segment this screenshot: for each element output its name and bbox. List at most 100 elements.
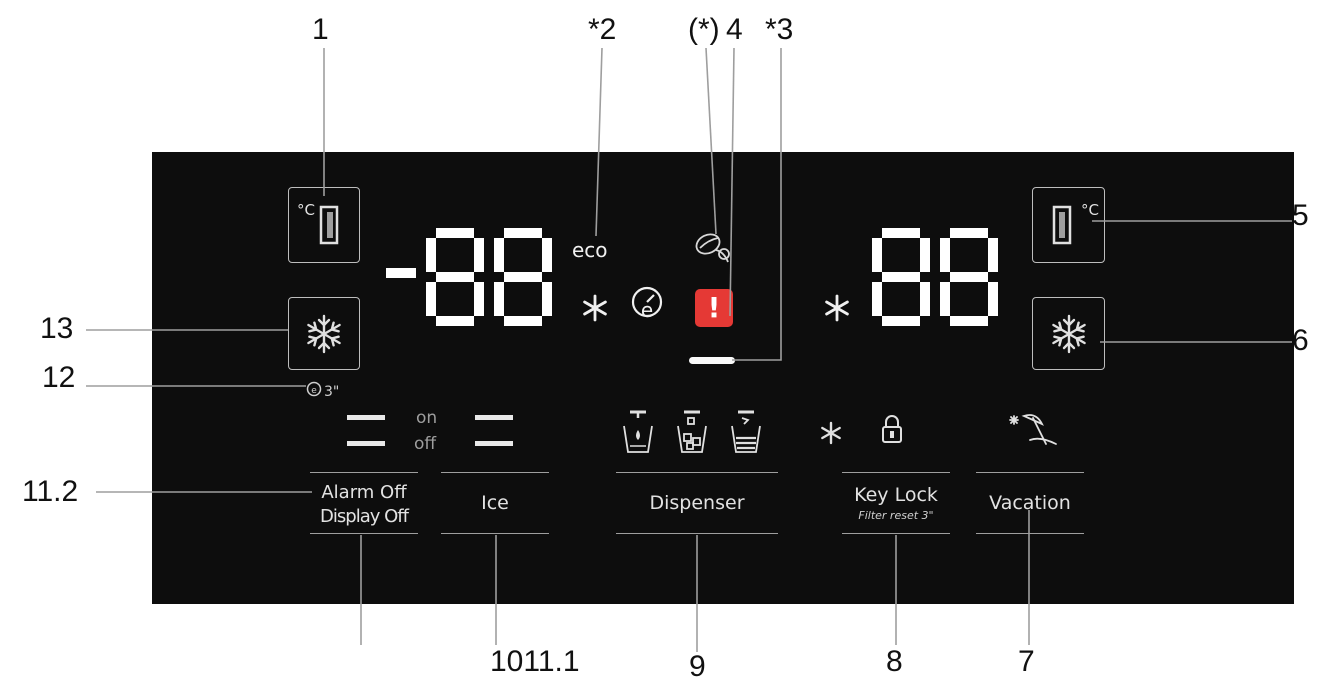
segment-g: [436, 272, 474, 282]
alarm-indicator-off: [347, 441, 385, 446]
ecoboost-icon: e: [631, 286, 663, 322]
alarm-indicator-on: [347, 415, 385, 420]
ice-label: Ice: [481, 492, 509, 514]
left-temp-display: [386, 228, 566, 332]
right-temp-unit: °C: [1081, 201, 1099, 219]
callout-9: 9: [689, 650, 706, 683]
ecoboost-timer: e 3": [306, 380, 366, 402]
segment-a: [950, 228, 988, 238]
right-fridge-temp-button[interactable]: °C: [1032, 187, 1105, 263]
right-freezer-button[interactable]: [1032, 297, 1105, 370]
vacation-label: Vacation: [989, 492, 1071, 514]
ice-indicator-off: [475, 441, 513, 446]
segment-a: [436, 228, 474, 238]
callout-12: 12: [42, 361, 76, 394]
callout-1: 1: [312, 13, 329, 46]
left-digits: [386, 228, 552, 326]
callout-4: 4: [726, 13, 743, 46]
segment-f: [872, 238, 882, 272]
callout-optional: (*): [688, 13, 720, 46]
segment-e: [940, 282, 950, 316]
off-label: off: [414, 434, 437, 454]
fridge-temp-button[interactable]: °C: [288, 187, 360, 263]
alarm-button-top-rule: [310, 472, 418, 473]
segment-e: [426, 282, 436, 316]
vacation-button[interactable]: Vacation: [976, 474, 1084, 532]
vacation-button-bottom-rule: [976, 533, 1084, 534]
right-fridge-temp-icon: [1052, 205, 1071, 245]
callout-3: *3: [765, 13, 794, 46]
dispenser-button[interactable]: Dispenser: [616, 474, 778, 532]
control-panel: [152, 152, 1294, 604]
ecoboost-timer-text: 3": [324, 384, 340, 400]
keylock-button-bottom-rule: [842, 533, 950, 534]
segment-c: [920, 282, 930, 316]
segment-f: [940, 238, 950, 272]
vacation-button-top-rule: [976, 472, 1084, 473]
dispenser-label: Dispenser: [649, 492, 745, 514]
digit-0: [872, 228, 930, 326]
ice-indicator-on: [475, 415, 513, 420]
segment-c: [542, 282, 552, 316]
display-off-label: Display Off: [320, 506, 409, 527]
key-lock-button[interactable]: Key Lock Filter reset 3": [842, 474, 950, 532]
segment-g: [504, 272, 542, 282]
freezer-snowflake-icon: [583, 294, 607, 322]
segment-g: [950, 272, 988, 282]
ecoboost-small-icon: e: [306, 381, 322, 397]
segment-f: [426, 238, 436, 272]
alert-icon: !: [695, 289, 733, 327]
filter-icon: [695, 233, 730, 263]
dispenser-button-bottom-rule: [616, 533, 778, 534]
callout-2: *2: [588, 13, 617, 46]
lock-icon: [882, 415, 902, 443]
filter-reset-label: Filter reset 3": [858, 509, 934, 522]
fridge-temp-icon: [319, 205, 339, 245]
cubed-ice-icon: [677, 410, 707, 453]
segment-b: [474, 238, 484, 272]
digit-1: [426, 228, 484, 326]
callout-13: 13: [40, 312, 74, 345]
dispenser-button-top-rule: [616, 472, 778, 473]
ice-button[interactable]: Ice: [441, 474, 549, 532]
segment-e: [494, 282, 504, 316]
keylock-button-top-rule: [842, 472, 950, 473]
freezer-temp-button[interactable]: [288, 297, 360, 370]
right-freezer-snowflake-icon: [1051, 314, 1086, 353]
svg-text:e: e: [641, 298, 653, 322]
water-dispense-icon: [623, 410, 653, 453]
ice-button-bottom-rule: [441, 533, 549, 534]
right-digits: [872, 228, 998, 326]
callout-8: 8: [886, 645, 903, 678]
callout-5: 5: [1292, 199, 1309, 232]
digit-2: [494, 228, 552, 326]
segment-f: [494, 238, 504, 272]
callout-7: 7: [1018, 645, 1035, 678]
segment-a: [882, 228, 920, 238]
key-lock-label: Key Lock: [854, 484, 938, 506]
alarm-button-bottom-rule: [310, 533, 418, 534]
segment-b: [988, 238, 998, 272]
on-label: on: [416, 408, 438, 428]
segment-e: [872, 282, 882, 316]
alarm-off-button[interactable]: Alarm Off Display Off: [310, 474, 418, 532]
ice-button-top-rule: [441, 472, 549, 473]
crushed-ice-icon: [731, 410, 761, 453]
callout-10-11-1: 1011.1: [490, 645, 580, 678]
segment-a: [504, 228, 542, 238]
segment-c: [988, 282, 998, 316]
indicator-bar: [689, 357, 735, 364]
segment-d: [504, 316, 542, 326]
segment-d: [882, 316, 920, 326]
alarm-off-label: Alarm Off: [321, 482, 407, 503]
right-temp-display: [872, 228, 1012, 332]
snowflake-icon: [307, 314, 341, 353]
fridge-temp-unit: °C: [297, 201, 315, 219]
segment-b: [920, 238, 930, 272]
vacation-icon: [1009, 414, 1057, 445]
callout-6: 6: [1292, 324, 1309, 357]
digit-1: [940, 228, 998, 326]
segment-c: [474, 282, 484, 316]
lock-snowflake-icon: [821, 421, 841, 445]
right-snowflake-icon: [825, 294, 849, 322]
